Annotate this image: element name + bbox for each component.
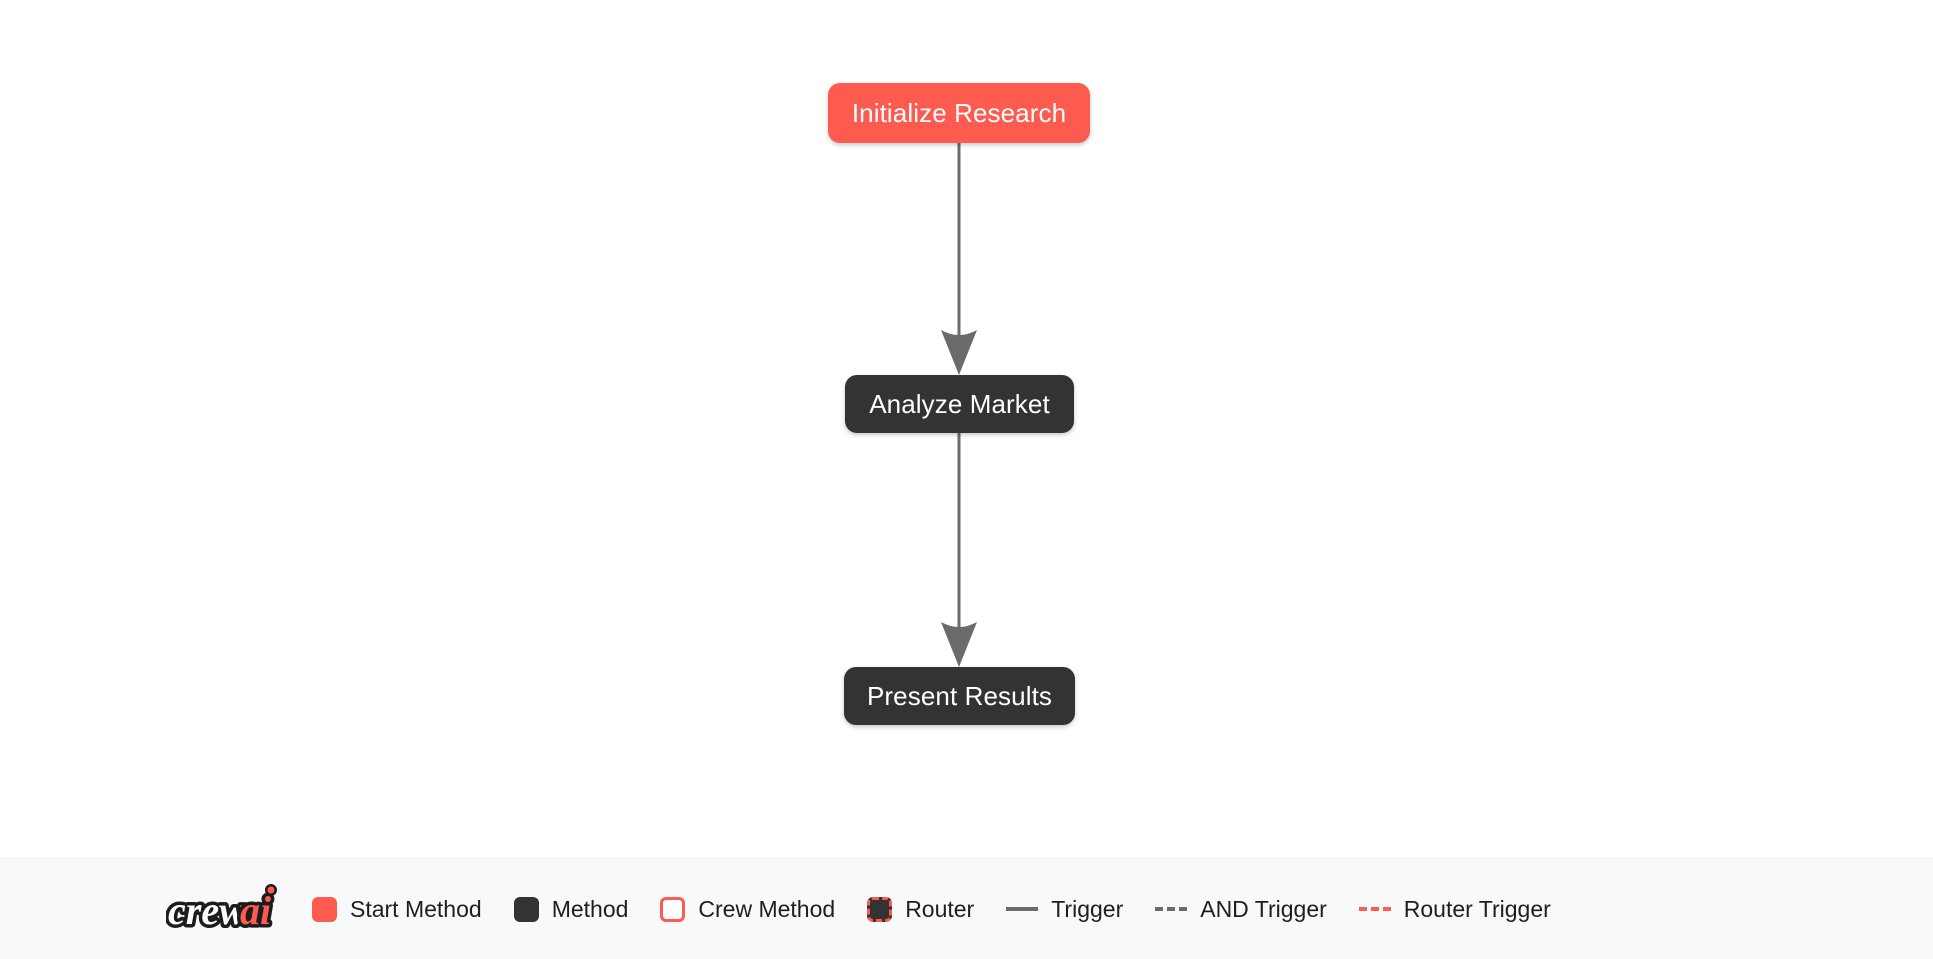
- flow-canvas[interactable]: Initialize Research Analyze Market Prese…: [0, 0, 1933, 858]
- legend-item-method: Method: [513, 895, 629, 923]
- legend-item-label: Crew Method: [698, 895, 836, 922]
- svg-text:ai: ai: [240, 888, 271, 933]
- legend-item-label: Router Trigger: [1403, 895, 1551, 922]
- flow-node-analyze-market[interactable]: Analyze Market: [845, 375, 1074, 433]
- trigger-line-icon: [1006, 907, 1039, 911]
- flow-node-label: Present Results: [866, 681, 1053, 711]
- flow-node-initialize-research[interactable]: Initialize Research: [828, 83, 1090, 143]
- and-trigger-line-icon: [1155, 907, 1188, 911]
- flow-node-label: Analyze Market: [869, 389, 1050, 419]
- start-method-swatch-icon: [312, 896, 337, 922]
- legend-item-start-method: Start Method: [312, 896, 482, 923]
- legend-item-router-trigger: Router Trigger: [1358, 895, 1551, 923]
- legend-item-and-trigger: AND Trigger: [1155, 896, 1327, 923]
- svg-text:crew: crew: [168, 888, 246, 933]
- legend-bar: crew crew ai ai Start Method Method Crew…: [0, 858, 1933, 959]
- legend-item-crew-method: Crew Method: [660, 896, 835, 923]
- flow-node-present-results[interactable]: Present Results: [844, 667, 1075, 725]
- legend-item-router: Router: [867, 896, 974, 923]
- router-trigger-line-icon: [1358, 907, 1391, 911]
- router-swatch-icon: [867, 896, 893, 922]
- legend-item-label: AND Trigger: [1200, 895, 1327, 922]
- flow-node-label: Initialize Research: [851, 98, 1067, 128]
- edge-analyze-to-present: [941, 433, 977, 667]
- legend-item-label: Trigger: [1051, 895, 1124, 922]
- svg-text:crew: crew: [168, 888, 246, 933]
- crew-method-swatch-icon: [660, 896, 686, 922]
- legend-item-label: Start Method: [350, 895, 482, 922]
- legend-item-trigger: Trigger: [1006, 896, 1123, 923]
- edge-initialize-to-analyze: [941, 143, 977, 375]
- crewai-logo: crew crew ai ai: [166, 884, 282, 934]
- legend-item-label: Router: [905, 895, 975, 922]
- method-swatch-icon: [513, 896, 539, 922]
- legend-item-label: Method: [551, 895, 629, 922]
